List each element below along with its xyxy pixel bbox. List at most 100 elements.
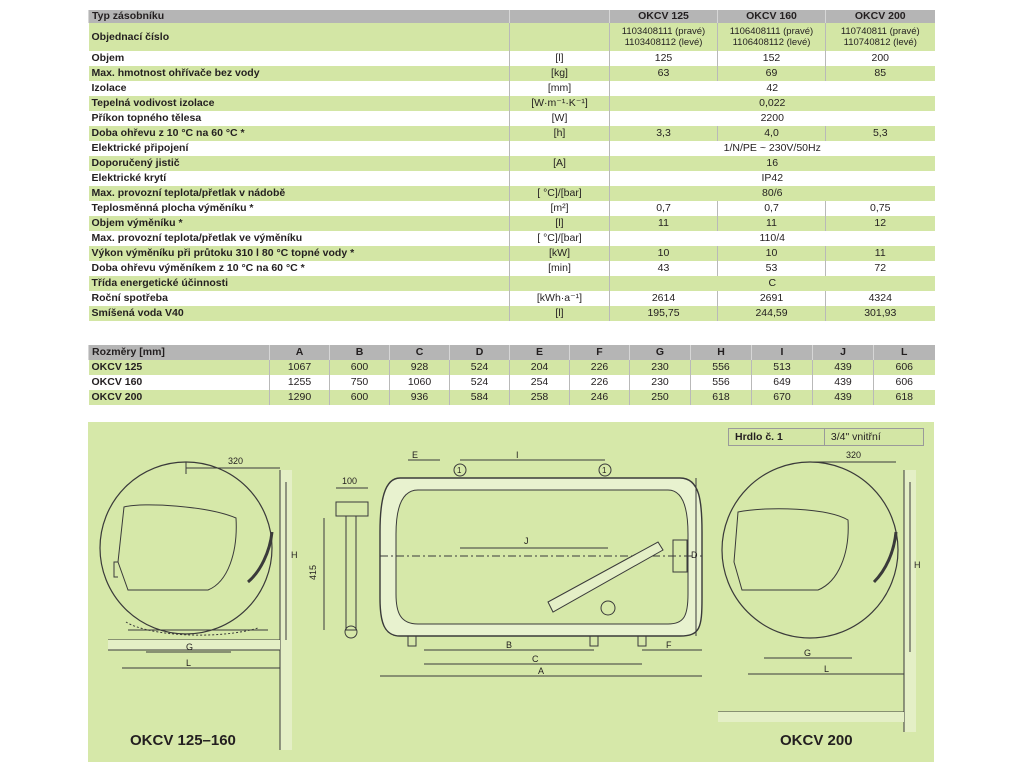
spec-label: Tepelná vodivost izolace: [88, 96, 510, 111]
spec-value: 63: [609, 66, 718, 81]
spec-value: 53: [717, 261, 826, 276]
order-number-label: Objednací číslo: [88, 23, 510, 51]
spec-label: Třída energetické účinnosti: [88, 276, 510, 291]
spec-value: 10: [609, 246, 718, 261]
order-code-cell: 1103408111 (pravé)1103408112 (levé): [609, 23, 718, 51]
spec-value: 152: [717, 51, 826, 66]
caption-right: OKCV 200: [780, 732, 853, 749]
spec-label: Izolace: [88, 81, 510, 96]
spec-unit: [min]: [509, 261, 610, 276]
dim-h-left: H: [291, 550, 298, 560]
order-code-cell: 110740811 (pravé)110740812 (levé): [825, 23, 935, 51]
order-code: 110740812 (levé): [843, 37, 917, 48]
connection-info-box: Hrdlo č. 1 3/4" vnitřní: [728, 428, 925, 446]
hrdlo-label: Hrdlo č. 1: [728, 428, 825, 446]
spec-value: 244,59: [717, 306, 826, 321]
dims-column-header: E: [509, 345, 570, 360]
dim-l-left: L: [186, 658, 191, 668]
spec-value: 125: [609, 51, 718, 66]
dims-value: 230: [629, 360, 691, 375]
spec-label: Doporučený jistič: [88, 156, 510, 171]
dims-value: 524: [449, 375, 510, 390]
spec-row: Doba ohřevu výměníkem z 10 °C na 60 °C *…: [88, 261, 935, 276]
dims-column-header: C: [389, 345, 450, 360]
spec-unit: [W·m⁻¹·K⁻¹]: [509, 96, 610, 111]
spec-unit: [ °C]/[bar]: [509, 186, 610, 201]
model-name: OKCV 125: [609, 10, 718, 23]
spec-label: Doba ohřevu z 10 °C na 60 °C *: [88, 126, 510, 141]
spec-value: 4324: [825, 291, 935, 306]
spec-value: 43: [609, 261, 718, 276]
spec-value: 2691: [717, 291, 826, 306]
dims-value: 226: [569, 375, 630, 390]
dims-value: 618: [873, 390, 935, 405]
dims-value: 750: [329, 375, 390, 390]
side-view-okcv-125-160: 320 H G L: [99, 456, 298, 750]
spec-value: 301,93: [825, 306, 935, 321]
spec-label: Objem: [88, 51, 510, 66]
spec-unit: [ °C]/[bar]: [509, 231, 610, 246]
dims-column-header: H: [690, 345, 752, 360]
marker-1-right: 1: [602, 466, 607, 475]
spec-unit: [509, 276, 610, 291]
dims-column-header: A: [269, 345, 330, 360]
dims-value: 606: [873, 360, 935, 375]
spec-value: 42: [609, 81, 935, 96]
dims-column-header: D: [449, 345, 510, 360]
spec-value: 2200: [609, 111, 935, 126]
dim-100: 100: [342, 476, 357, 486]
dims-model: OKCV 125: [88, 360, 270, 375]
order-code: 1103408112 (levé): [624, 37, 703, 48]
spec-label: Příkon topného tělesa: [88, 111, 510, 126]
dims-value: 524: [449, 360, 510, 375]
model-name: OKCV 200: [825, 10, 935, 23]
spec-row: Izolace[mm]42: [88, 81, 935, 96]
dim-320-right: 320: [846, 450, 861, 460]
spec-label: Smíšená voda V40: [88, 306, 510, 321]
spec-value: 0,7: [609, 201, 718, 216]
spec-unit: [l]: [509, 306, 610, 321]
spec-value: 1/N/PE ~ 230V/50Hz: [609, 141, 935, 156]
spec-value: 72: [825, 261, 935, 276]
dims-value: 258: [509, 390, 570, 405]
dims-header-label: Rozměry [mm]: [88, 345, 270, 360]
order-code: 1106408111 (pravé): [729, 26, 814, 37]
dim-d: D: [691, 550, 698, 560]
spec-value: 11: [609, 216, 718, 231]
dims-value: 618: [690, 390, 752, 405]
spec-unit: [kW]: [509, 246, 610, 261]
spec-label: Elektrické krytí: [88, 171, 510, 186]
spec-value: 10: [717, 246, 826, 261]
dims-value: 584: [449, 390, 510, 405]
spec-label: Objem výměníku *: [88, 216, 510, 231]
dims-value: 226: [569, 360, 630, 375]
spec-value: 200: [825, 51, 935, 66]
dims-column-header: I: [751, 345, 813, 360]
dim-g-left: G: [186, 642, 193, 652]
dim-f: F: [666, 640, 672, 650]
spec-row: Tepelná vodivost izolace[W·m⁻¹·K⁻¹]0,022: [88, 96, 935, 111]
spec-value: 0,75: [825, 201, 935, 216]
technical-drawing-panel: 320 H G L 100 415: [88, 422, 934, 762]
dims-value: 250: [629, 390, 691, 405]
dims-value: 670: [751, 390, 813, 405]
dims-model: OKCV 200: [88, 390, 270, 405]
spec-label: Výkon výměníku při průtoku 310 l 80 °C t…: [88, 246, 510, 261]
spec-value: 11: [717, 216, 826, 231]
order-code-cell: 1106408111 (pravé)1106408112 (levé): [717, 23, 826, 51]
spec-row: Příkon topného tělesa[W]2200: [88, 111, 935, 126]
hrdlo-value: 3/4" vnitřní: [823, 428, 925, 446]
dims-value: 928: [389, 360, 450, 375]
dims-value: 556: [690, 360, 752, 375]
technical-drawing: 320 H G L 100 415: [99, 450, 921, 750]
dims-value: 1290: [269, 390, 330, 405]
marker-1-left: 1: [457, 466, 462, 475]
dims-value: 204: [509, 360, 570, 375]
dim-l-right: L: [824, 664, 829, 674]
